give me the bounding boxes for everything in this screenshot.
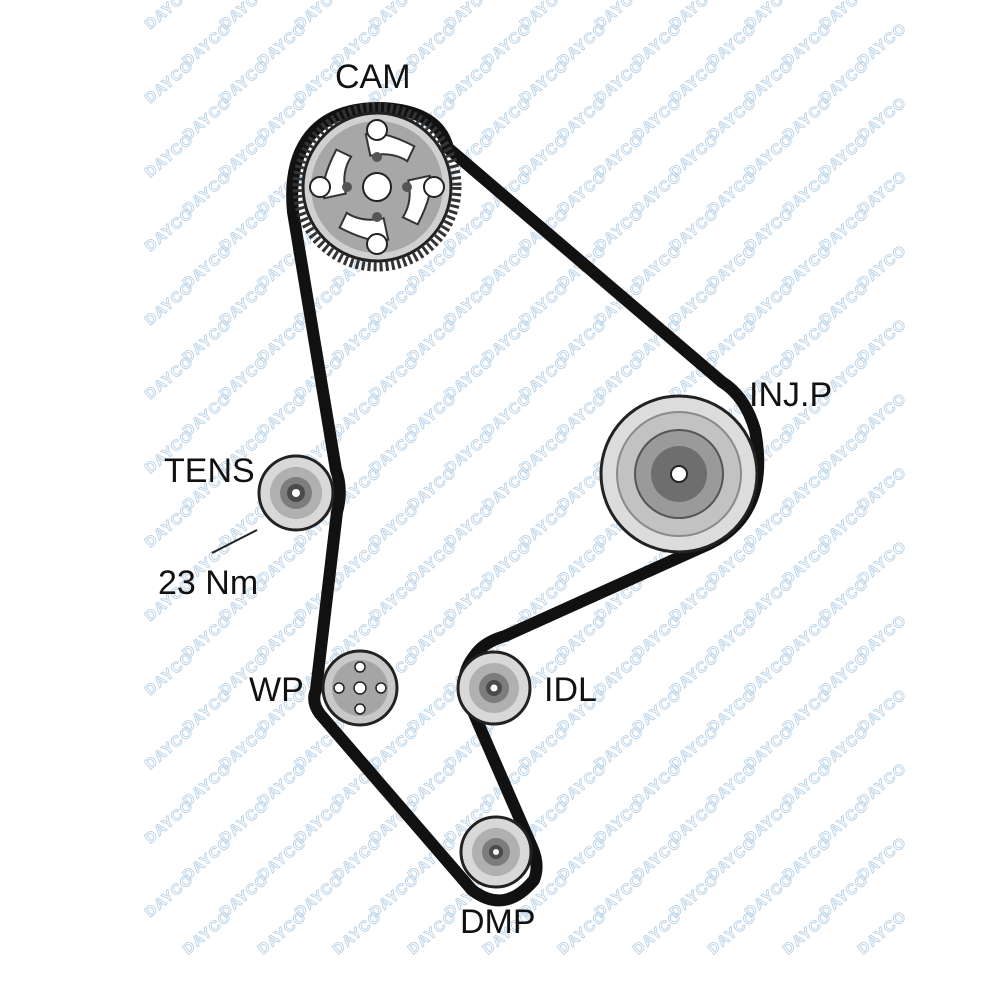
watermark-text: DAYCO [142, 723, 197, 773]
watermark-text: DAYCO [780, 908, 835, 958]
watermark-text: DAYCO [142, 353, 197, 403]
idl-label: IDL [544, 671, 597, 709]
watermark-text: DAYCO [142, 131, 197, 181]
injection-pump-pulley [599, 394, 759, 554]
watermark-text: DAYCO [142, 205, 197, 255]
watermark-text: DAYCO [180, 908, 235, 958]
wp-holes [333, 661, 387, 715]
watermark-text: DAYCO [142, 57, 197, 107]
dmp-label: DMP [460, 903, 536, 941]
watermark-text: DAYCO [255, 908, 310, 958]
watermark-text: DAYCO [142, 871, 197, 921]
watermark-text: DAYCO [330, 908, 385, 958]
torque-leader-line [211, 529, 258, 554]
cam-label: CAM [335, 58, 411, 96]
inj-p-label: INJ.P [749, 376, 832, 414]
cam-teeth-ring [292, 102, 462, 272]
wp-label: WP [249, 671, 304, 709]
tensioner-pulley [257, 454, 335, 532]
watermark-text: DAYCO [142, 279, 197, 329]
watermark-text: DAYCO [142, 649, 197, 699]
watermark-text: DAYCO [142, 0, 197, 33]
torque-label: 23 Nm [158, 564, 258, 602]
cam-sprocket [292, 102, 462, 272]
watermark-text: DAYCO [555, 908, 610, 958]
watermark-text: DAYCO [142, 501, 197, 551]
idler-pulley [456, 650, 532, 726]
tens-label: TENS [164, 452, 255, 490]
cam-holes [309, 119, 445, 255]
watermark-text: DAYCO [630, 908, 685, 958]
watermark-text: DAYCO [705, 908, 760, 958]
water-pump-pulley [321, 649, 399, 727]
watermark-text: DAYCO [405, 908, 460, 958]
cam-bolt-holes [342, 152, 412, 222]
damper-pulley [459, 815, 533, 889]
cam-hub [362, 172, 392, 202]
watermark-text: DAYCO [855, 908, 910, 958]
watermark-text: DAYCO [142, 797, 197, 847]
